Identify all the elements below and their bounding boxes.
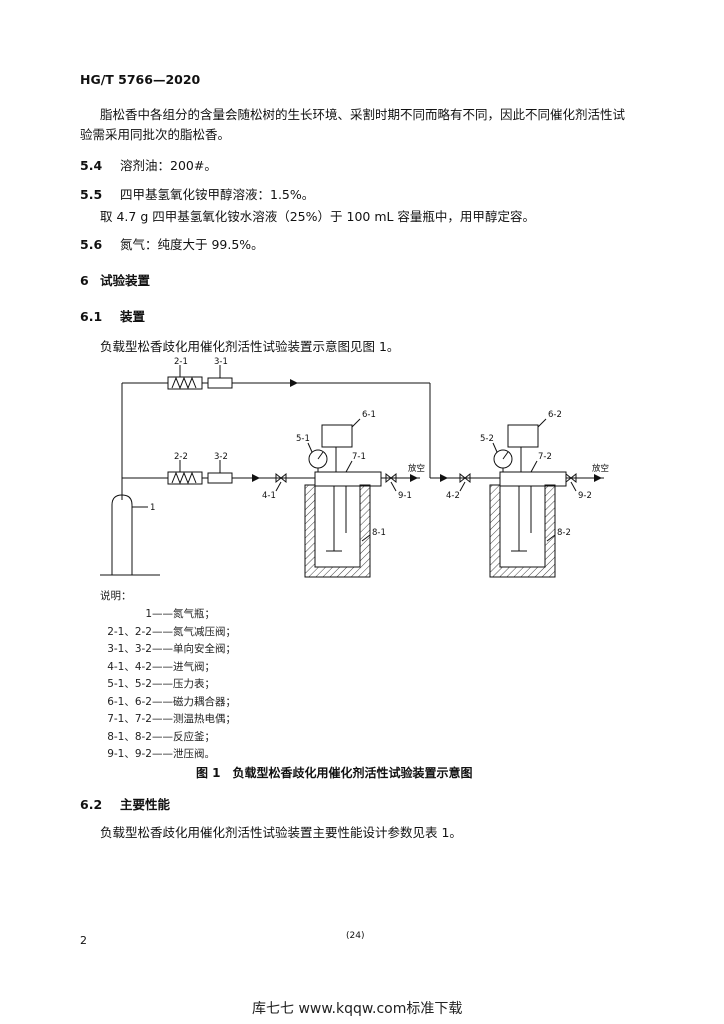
legend-entry: 6-1、6-2——磁力耦合器；	[30, 694, 236, 712]
reactor-lid-1	[314, 471, 382, 487]
label-8-2: 8-2	[557, 528, 571, 538]
section-number: 6.2	[80, 797, 103, 812]
flow-arrow	[290, 379, 298, 387]
vent-label-1: 放空	[408, 463, 425, 474]
legend-entry: 7-1、7-2——测温热电偶；	[30, 711, 236, 729]
section-title: 装置	[120, 309, 146, 324]
legend-value: 进气阀；	[173, 660, 215, 673]
item-5-6: 5.6 氮气：纯度大于 99.5%。	[80, 234, 264, 253]
flow-arrow	[252, 474, 260, 482]
legend-key: 2-1、2-2	[107, 625, 152, 638]
legend-entry: 2-1、2-2——氮气减压阀；	[30, 624, 236, 642]
section-number: 6.1	[80, 309, 103, 324]
apparatus-diagram: 2-1 3-1 2-2 3-2 1 4-1 9-1 4-2 9-2 6-1 6-…	[100, 357, 609, 578]
item-5-5-sub: 取 4.7 g 四甲基氢氧化铵水溶液（25%）于 100 mL 容量瓶中，用甲醇…	[100, 209, 535, 224]
legend-key: 5-1、5-2	[107, 678, 152, 690]
label-1: 1	[150, 503, 155, 513]
pressure-reducer-2-2	[167, 471, 203, 485]
legend-value: 氮气瓶；	[173, 608, 215, 620]
vent-arrow	[594, 474, 602, 482]
label-6-1: 6-1	[362, 410, 376, 420]
flow-arrow	[440, 474, 448, 482]
legend-title: 说明：	[100, 590, 132, 602]
label-3-1: 3-1	[214, 357, 228, 367]
label-9-1: 9-1	[398, 491, 412, 501]
item-text: 四甲基氢氧化铵甲醇溶液：1.5%。	[120, 187, 315, 202]
legend-key: 9-1、9-2	[107, 748, 152, 760]
intro-line-2: 验需采用同批次的脂松香。	[80, 127, 231, 142]
legend-value: 单向安全阀；	[173, 643, 236, 655]
label-9-2: 9-2	[578, 491, 592, 501]
section-number: 6	[80, 273, 89, 288]
item-text: 溶剂油：200#。	[120, 158, 217, 173]
section-6-2-heading: 6.2 主要性能	[80, 794, 170, 813]
item-number: 5.6	[80, 237, 103, 252]
legend-entry: 5-1、5-2——压力表；	[30, 676, 236, 694]
label-6-2: 6-2	[548, 410, 562, 420]
pressure-reducer-2-1	[167, 376, 203, 390]
check-valve-3-1	[207, 377, 233, 389]
legend-key: 8-1、8-2	[107, 730, 152, 743]
legend-value: 测温热电偶；	[173, 713, 236, 725]
legend-value: 氮气减压阀；	[173, 625, 236, 638]
label-5-2: 5-2	[480, 434, 494, 444]
label-7-1: 7-1	[352, 452, 366, 462]
legend-key: 4-1、4-2	[107, 660, 152, 673]
legend-value: 磁力耦合器；	[173, 695, 236, 708]
legend-entry: 8-1、8-2——反应釜；	[30, 729, 236, 747]
relief-valve-9-1	[385, 472, 397, 484]
reactor-8-1	[304, 484, 371, 578]
legend-key: 1	[145, 608, 152, 620]
label-5-1: 5-1	[296, 434, 310, 444]
item-number: 5.5	[80, 187, 103, 202]
item-text: 氮气：纯度大于 99.5%。	[120, 237, 264, 252]
legend-entry: 3-1、3-2——单向安全阀；	[30, 641, 236, 659]
reactor-8-2	[489, 484, 556, 578]
section-6-2-body: 负载型松香歧化用催化剂活性试验装置主要性能设计参数见表 1。	[100, 825, 462, 840]
section-title: 主要性能	[120, 797, 171, 812]
section-6-1-heading: 6.1 装置	[80, 306, 145, 325]
legend-entry: 1——氮气瓶；	[30, 606, 236, 624]
legend-entry: 4-1、4-2——进气阀；	[30, 659, 236, 677]
section-6-1-body: 负载型松香歧化用催化剂活性试验装置示意图见图 1。	[100, 339, 400, 354]
magnetic-coupler-6-1	[321, 424, 353, 448]
label-8-1: 8-1	[372, 528, 386, 538]
legend-key: 7-1、7-2	[107, 713, 152, 725]
sequence-number: (24)	[346, 931, 365, 941]
vent-arrow	[410, 474, 418, 482]
label-2-2: 2-2	[174, 452, 188, 462]
watermark-text: 库七七 www.kqqw.com标准下载	[252, 1001, 463, 1017]
item-5-5: 5.5 四甲基氢氧化铵甲醇溶液：1.5%。	[80, 184, 314, 203]
reactor-lid-2	[499, 471, 567, 487]
item-number: 5.4	[80, 158, 103, 173]
item-5-4: 5.4 溶剂油：200#。	[80, 155, 217, 174]
label-2-1: 2-1	[174, 357, 188, 367]
nitrogen-cylinder	[111, 494, 133, 576]
magnetic-coupler-6-2	[507, 424, 539, 448]
inlet-valve-4-2	[459, 472, 471, 484]
document-code: HG/T 5766—2020	[80, 72, 201, 87]
check-valve-3-2	[207, 472, 233, 484]
label-7-2: 7-2	[538, 452, 552, 462]
relief-valve-9-2	[565, 472, 577, 484]
figure-caption: 图 1 负载型松香歧化用催化剂活性试验装置示意图	[196, 766, 473, 780]
legend-key: 3-1、3-2	[107, 643, 152, 655]
label-4-1: 4-1	[262, 491, 276, 501]
label-3-2: 3-2	[214, 452, 228, 462]
legend-entry: 9-1、9-2——泄压阀。	[30, 746, 236, 764]
legend-key: 6-1、6-2	[107, 695, 152, 708]
section-6-heading: 6 试验装置	[80, 270, 150, 289]
legend-value: 压力表；	[173, 678, 215, 690]
intro-line-1: 脂松香中各组分的含量会随松树的生长环境、采割时期不同而略有不同，因此不同催化剂活…	[100, 107, 626, 122]
label-4-2: 4-2	[446, 491, 460, 501]
section-title: 试验装置	[100, 273, 151, 288]
inlet-valve-4-1	[275, 472, 287, 484]
legend-value: 泄压阀。	[173, 748, 215, 760]
legend-value: 反应釜；	[173, 730, 215, 743]
page-number: 2	[80, 934, 87, 947]
legend-list: 1——氮气瓶； 2-1、2-2——氮气减压阀； 3-1、3-2——单向安全阀； …	[30, 606, 236, 764]
vent-label-2: 放空	[592, 463, 609, 474]
